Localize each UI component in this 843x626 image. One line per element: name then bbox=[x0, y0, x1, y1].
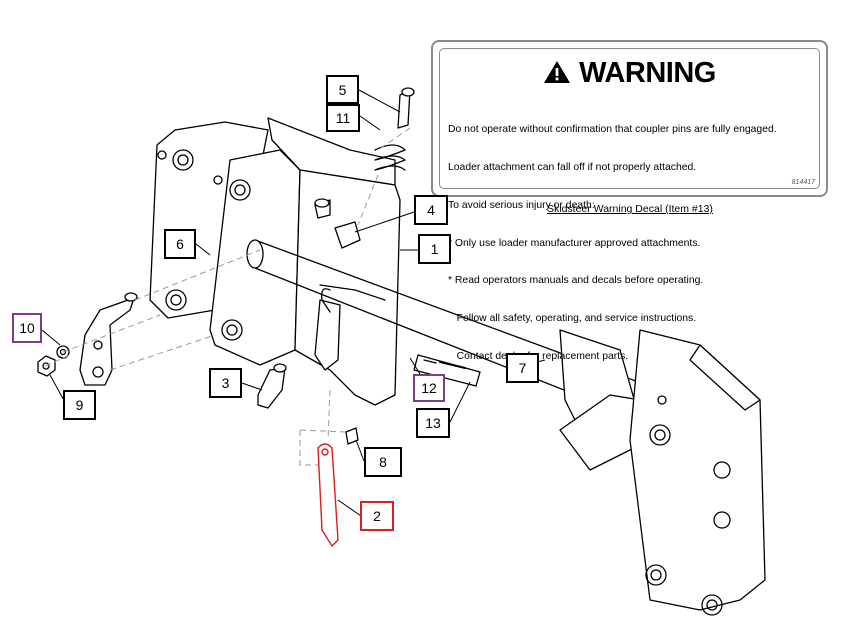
callout-4: 4 bbox=[414, 195, 448, 225]
top-pin-part bbox=[397, 87, 415, 129]
lock-pin-parts bbox=[314, 198, 361, 249]
warning-line: Follow all safety, operating, and servic… bbox=[448, 313, 697, 325]
right-side-assembly bbox=[559, 329, 766, 616]
callout-8: 8 bbox=[364, 447, 402, 477]
handle-lever bbox=[79, 292, 138, 386]
callout-10: 10 bbox=[12, 313, 42, 343]
warning-text: Do not operate without confirmation that… bbox=[448, 99, 777, 389]
highlighted-coupler-pin bbox=[317, 443, 339, 547]
warning-triangle-icon bbox=[543, 60, 571, 84]
callout-9: 9 bbox=[63, 390, 96, 420]
callout-13: 13 bbox=[416, 408, 450, 438]
nut-part bbox=[37, 355, 56, 377]
warning-decal-inner-border: WARNING Do not operate without confirmat… bbox=[439, 48, 820, 362]
decal-part-code: 814417 bbox=[791, 179, 815, 186]
warning-title-text: WARNING bbox=[579, 57, 716, 89]
roll-pin-part bbox=[345, 427, 359, 445]
callout-1: 1 bbox=[418, 234, 451, 264]
spring-part bbox=[374, 144, 406, 171]
callout-12: 12 bbox=[413, 374, 445, 402]
warning-title: WARNING bbox=[440, 57, 819, 90]
callout-5: 5 bbox=[326, 75, 359, 104]
decal-caption: Skidsteer Warning Decal (Item #13) bbox=[547, 203, 713, 215]
callout-3: 3 bbox=[209, 368, 242, 398]
center-frame-plate bbox=[294, 169, 401, 406]
warning-line: Contact dealer for replacement parts. bbox=[456, 350, 629, 362]
latch-pin-part bbox=[257, 363, 287, 409]
tube-decal bbox=[413, 354, 481, 387]
warning-decal: WARNING Do not operate without confirmat… bbox=[431, 40, 828, 362]
warning-line: To avoid serious injury or death: bbox=[448, 199, 595, 211]
callout-7: 7 bbox=[506, 353, 539, 383]
callout-2: 2 bbox=[360, 501, 394, 531]
callout-6: 6 bbox=[164, 229, 196, 259]
warning-line: * Only use loader manufacturer approved … bbox=[448, 237, 701, 249]
callout-11: 11 bbox=[326, 104, 360, 132]
warning-line: Do not operate without confirmation that… bbox=[448, 124, 777, 136]
warning-line: Loader attachment can fall off if not pr… bbox=[448, 161, 697, 173]
warning-line: * Read operators manuals and decals befo… bbox=[448, 275, 704, 287]
